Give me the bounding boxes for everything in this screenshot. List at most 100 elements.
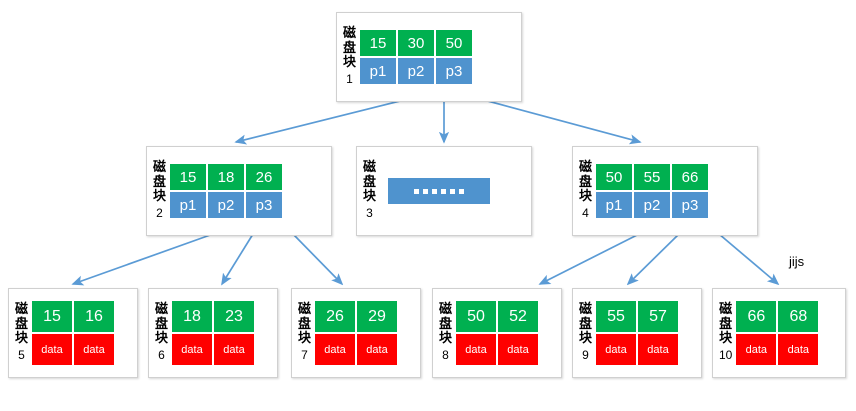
data-cell: data bbox=[777, 333, 820, 366]
label-char: 盘 bbox=[343, 40, 357, 56]
data-cell: data bbox=[497, 333, 540, 366]
key-cell: 23 bbox=[213, 300, 256, 333]
pointer-cell: p2 bbox=[397, 57, 436, 85]
block-number: 10 bbox=[719, 347, 733, 362]
ellipsis-dot bbox=[441, 188, 447, 194]
data-cell: data bbox=[455, 333, 498, 366]
data-cell: data bbox=[171, 333, 214, 366]
label-char: 磁 bbox=[153, 160, 167, 176]
data-cell: data bbox=[213, 333, 256, 366]
ellipsis-dot bbox=[432, 188, 438, 194]
label-char: 块 bbox=[155, 331, 169, 347]
key-cell: 15 bbox=[169, 163, 208, 191]
label-char: 磁 bbox=[155, 302, 169, 318]
key-cell: 26 bbox=[314, 300, 357, 333]
data-cell: data bbox=[73, 333, 116, 366]
key-cell: 16 bbox=[73, 300, 116, 333]
key-cell: 26 bbox=[245, 163, 284, 191]
key-cell: 55 bbox=[633, 163, 672, 191]
key-cell: 52 bbox=[497, 300, 540, 333]
key-cell: 55 bbox=[595, 300, 638, 333]
data-cell: data bbox=[595, 333, 638, 366]
block-number: 6 bbox=[158, 347, 165, 362]
key-cell: 29 bbox=[356, 300, 399, 333]
pointer-cell: p3 bbox=[435, 57, 474, 85]
pointer-cell: p2 bbox=[633, 191, 672, 219]
key-cell: 50 bbox=[455, 300, 498, 333]
data-cell: data bbox=[356, 333, 399, 366]
label-char: 盘 bbox=[579, 174, 593, 190]
pointer-cell: p1 bbox=[595, 191, 634, 219]
label-char: 块 bbox=[579, 331, 593, 347]
ellipsis-dot bbox=[459, 188, 465, 194]
label-char: 块 bbox=[343, 55, 357, 71]
label-char: 磁 bbox=[719, 302, 733, 318]
block-number: 4 bbox=[582, 205, 589, 220]
key-cell: 50 bbox=[595, 163, 634, 191]
pointer-cell: p3 bbox=[245, 191, 284, 219]
ellipsis-dot bbox=[450, 188, 456, 194]
edge-arrow bbox=[483, 99, 642, 145]
label-char: 盘 bbox=[439, 316, 453, 332]
label-char: 盘 bbox=[579, 316, 593, 332]
data-cell: data bbox=[735, 333, 778, 366]
edge-arrow bbox=[234, 99, 405, 145]
label-char: 磁 bbox=[363, 160, 377, 176]
edge-arrow bbox=[221, 233, 254, 286]
pointer-cell: p2 bbox=[207, 191, 246, 219]
label-char: 磁 bbox=[579, 302, 593, 318]
label-char: 磁 bbox=[579, 160, 593, 176]
data-cell: data bbox=[314, 333, 357, 366]
pointer-cell: p1 bbox=[359, 57, 398, 85]
key-cell: 15 bbox=[359, 29, 398, 57]
block-number: 9 bbox=[582, 347, 589, 362]
block-number: 1 bbox=[346, 71, 353, 86]
label-char: 盘 bbox=[15, 316, 29, 332]
ellipsis-bar bbox=[387, 177, 492, 205]
label-char: 磁 bbox=[343, 26, 357, 42]
label-char: 盘 bbox=[363, 174, 377, 190]
block-number: 7 bbox=[301, 347, 308, 362]
block-number: 3 bbox=[366, 205, 373, 220]
label-char: 块 bbox=[439, 331, 453, 347]
watermark-text: jijs bbox=[789, 254, 805, 269]
ellipsis-dot bbox=[414, 188, 420, 194]
edge-arrow bbox=[292, 233, 344, 286]
edge-arrow bbox=[718, 233, 780, 286]
label-char: 磁 bbox=[439, 302, 453, 318]
edge-arrow bbox=[626, 233, 680, 286]
